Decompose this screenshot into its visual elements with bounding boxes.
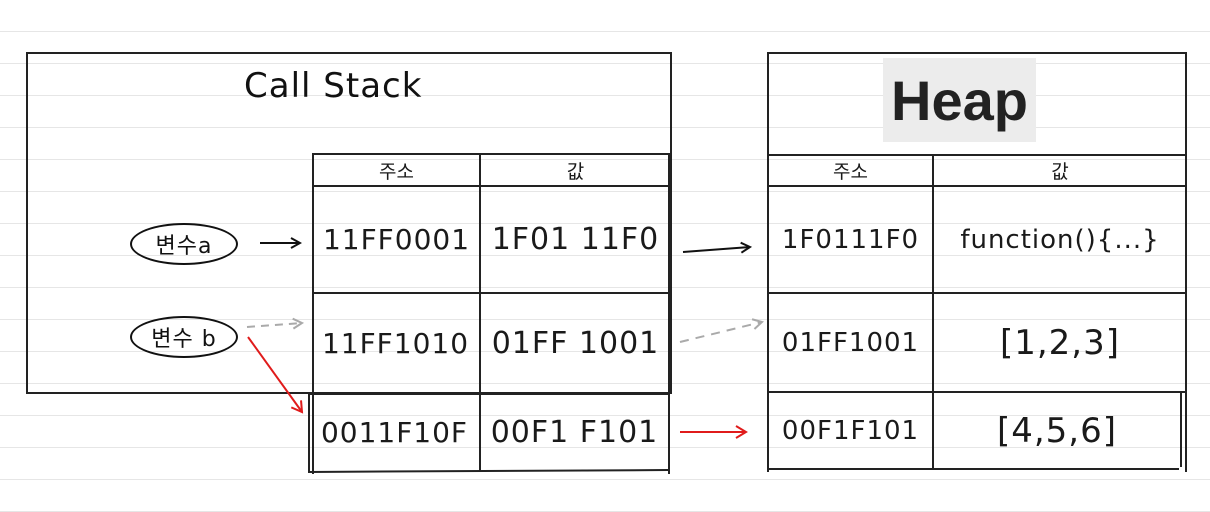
stack-row-1-address: 11FF0001 [322,223,471,256]
heap-right-border-low [1180,393,1182,467]
arrow-stack2-to-heap2 [679,322,762,343]
stack-header-value: 값 [566,160,585,183]
heap-title: Heap [883,58,1036,142]
heap-row-3-value: [4,5,6] [996,410,1118,451]
stack-header-divider [314,185,670,187]
stack-row-2-value: 01FF 1001 [491,326,660,361]
stack-row-3-value: 00F1 F101 [490,415,659,450]
heap-box [767,52,1187,472]
arrow-stack1-to-heap1 [682,247,750,252]
heap-column-divider [932,156,934,470]
call-stack-table [312,153,670,474]
heap-top-divider [769,154,1187,156]
variable-a: 변수a [130,223,238,265]
stack-row-divider-1 [314,292,670,294]
variable-b: 변수 b [130,316,238,358]
stack-row-2-address: 11FF1010 [321,327,470,360]
heap-row-1-address: 1F0111F0 [781,224,920,255]
heap-row-2-value: [1,2,3] [999,322,1121,363]
heap-row-1-value: function(){...} [960,224,1160,255]
heap-row-2-address: 01FF1001 [781,327,920,358]
stack-row-divider-2 [310,393,670,395]
heap-bottom-border [769,468,1179,470]
arrow-b-to-stack-old [246,323,302,327]
heap-header-address: 주소 [833,161,868,183]
heap-row-divider-1 [769,292,1187,294]
heap-header-value: 값 [1051,161,1069,183]
stack-row-3-address: 0011F10F [320,416,469,449]
stack-column-divider [479,155,481,471]
stack-header-address: 주소 [379,160,414,183]
stack-left-border-low [308,393,310,471]
heap-row-3-address: 00F1F101 [781,415,920,446]
heap-header-divider [769,185,1187,187]
call-stack-title: Call Stack [244,66,423,106]
stack-row-1-value: 1F01 11F0 [491,222,660,257]
arrow-b-to-stack-new [247,336,304,414]
heap-row-divider-2 [769,391,1187,393]
